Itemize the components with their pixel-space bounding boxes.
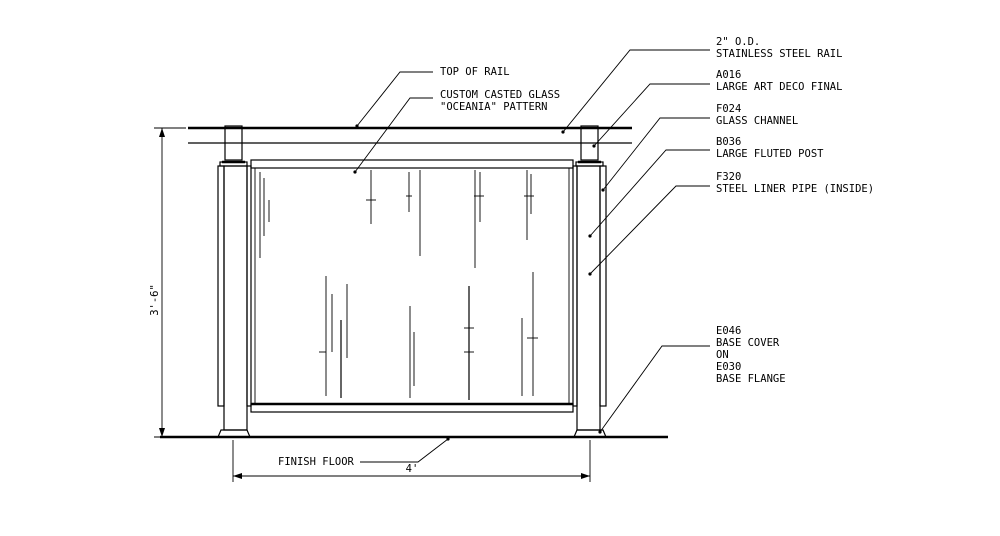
base-label-line1: E046	[716, 325, 741, 337]
finish-floor-label: FINISH FLOOR	[278, 456, 355, 468]
callout-labels: TOP OF RAIL CUSTOM CASTED GLASS "OCEANIA…	[278, 36, 874, 468]
liner-label-line2: STEEL LINER PIPE (INSIDE)	[716, 183, 874, 195]
post-label-line1: B036	[716, 136, 741, 148]
left-post	[217, 125, 252, 438]
final-label-line1: A016	[716, 69, 741, 81]
liner-label-line1: F320	[716, 171, 741, 183]
stainless-steel-rail	[188, 126, 632, 144]
height-dimension: 3'-6"	[149, 127, 186, 438]
right-post	[572, 125, 607, 438]
width-dimension-text: 4'	[406, 463, 419, 475]
base-label-line5: BASE FLANGE	[716, 373, 786, 385]
rail-label-line2: STAINLESS STEEL RAIL	[716, 48, 842, 60]
base-label-line4: E030	[716, 361, 741, 373]
width-dimension: 4'	[232, 440, 591, 482]
post-label-line2: LARGE FLUTED POST	[716, 148, 824, 160]
glass-channel	[250, 159, 574, 413]
rail-label-line1: 2" O.D.	[716, 36, 760, 48]
final-label-line2: LARGE ART DECO FINAL	[716, 81, 842, 93]
channel-label-line2: GLASS CHANNEL	[716, 115, 798, 127]
glass-label-line2: "OCEANIA" PATTERN	[440, 101, 547, 113]
glass-panel	[254, 167, 570, 405]
base-label-line2: BASE COVER	[716, 337, 780, 349]
glass-label-line1: CUSTOM CASTED GLASS	[440, 89, 560, 101]
channel-label-line1: F024	[716, 103, 741, 115]
top-of-rail-label: TOP OF RAIL	[440, 66, 510, 78]
leader-lines	[353, 49, 710, 463]
height-dimension-text: 3'-6"	[149, 284, 161, 316]
base-label-line3: ON	[716, 349, 729, 361]
